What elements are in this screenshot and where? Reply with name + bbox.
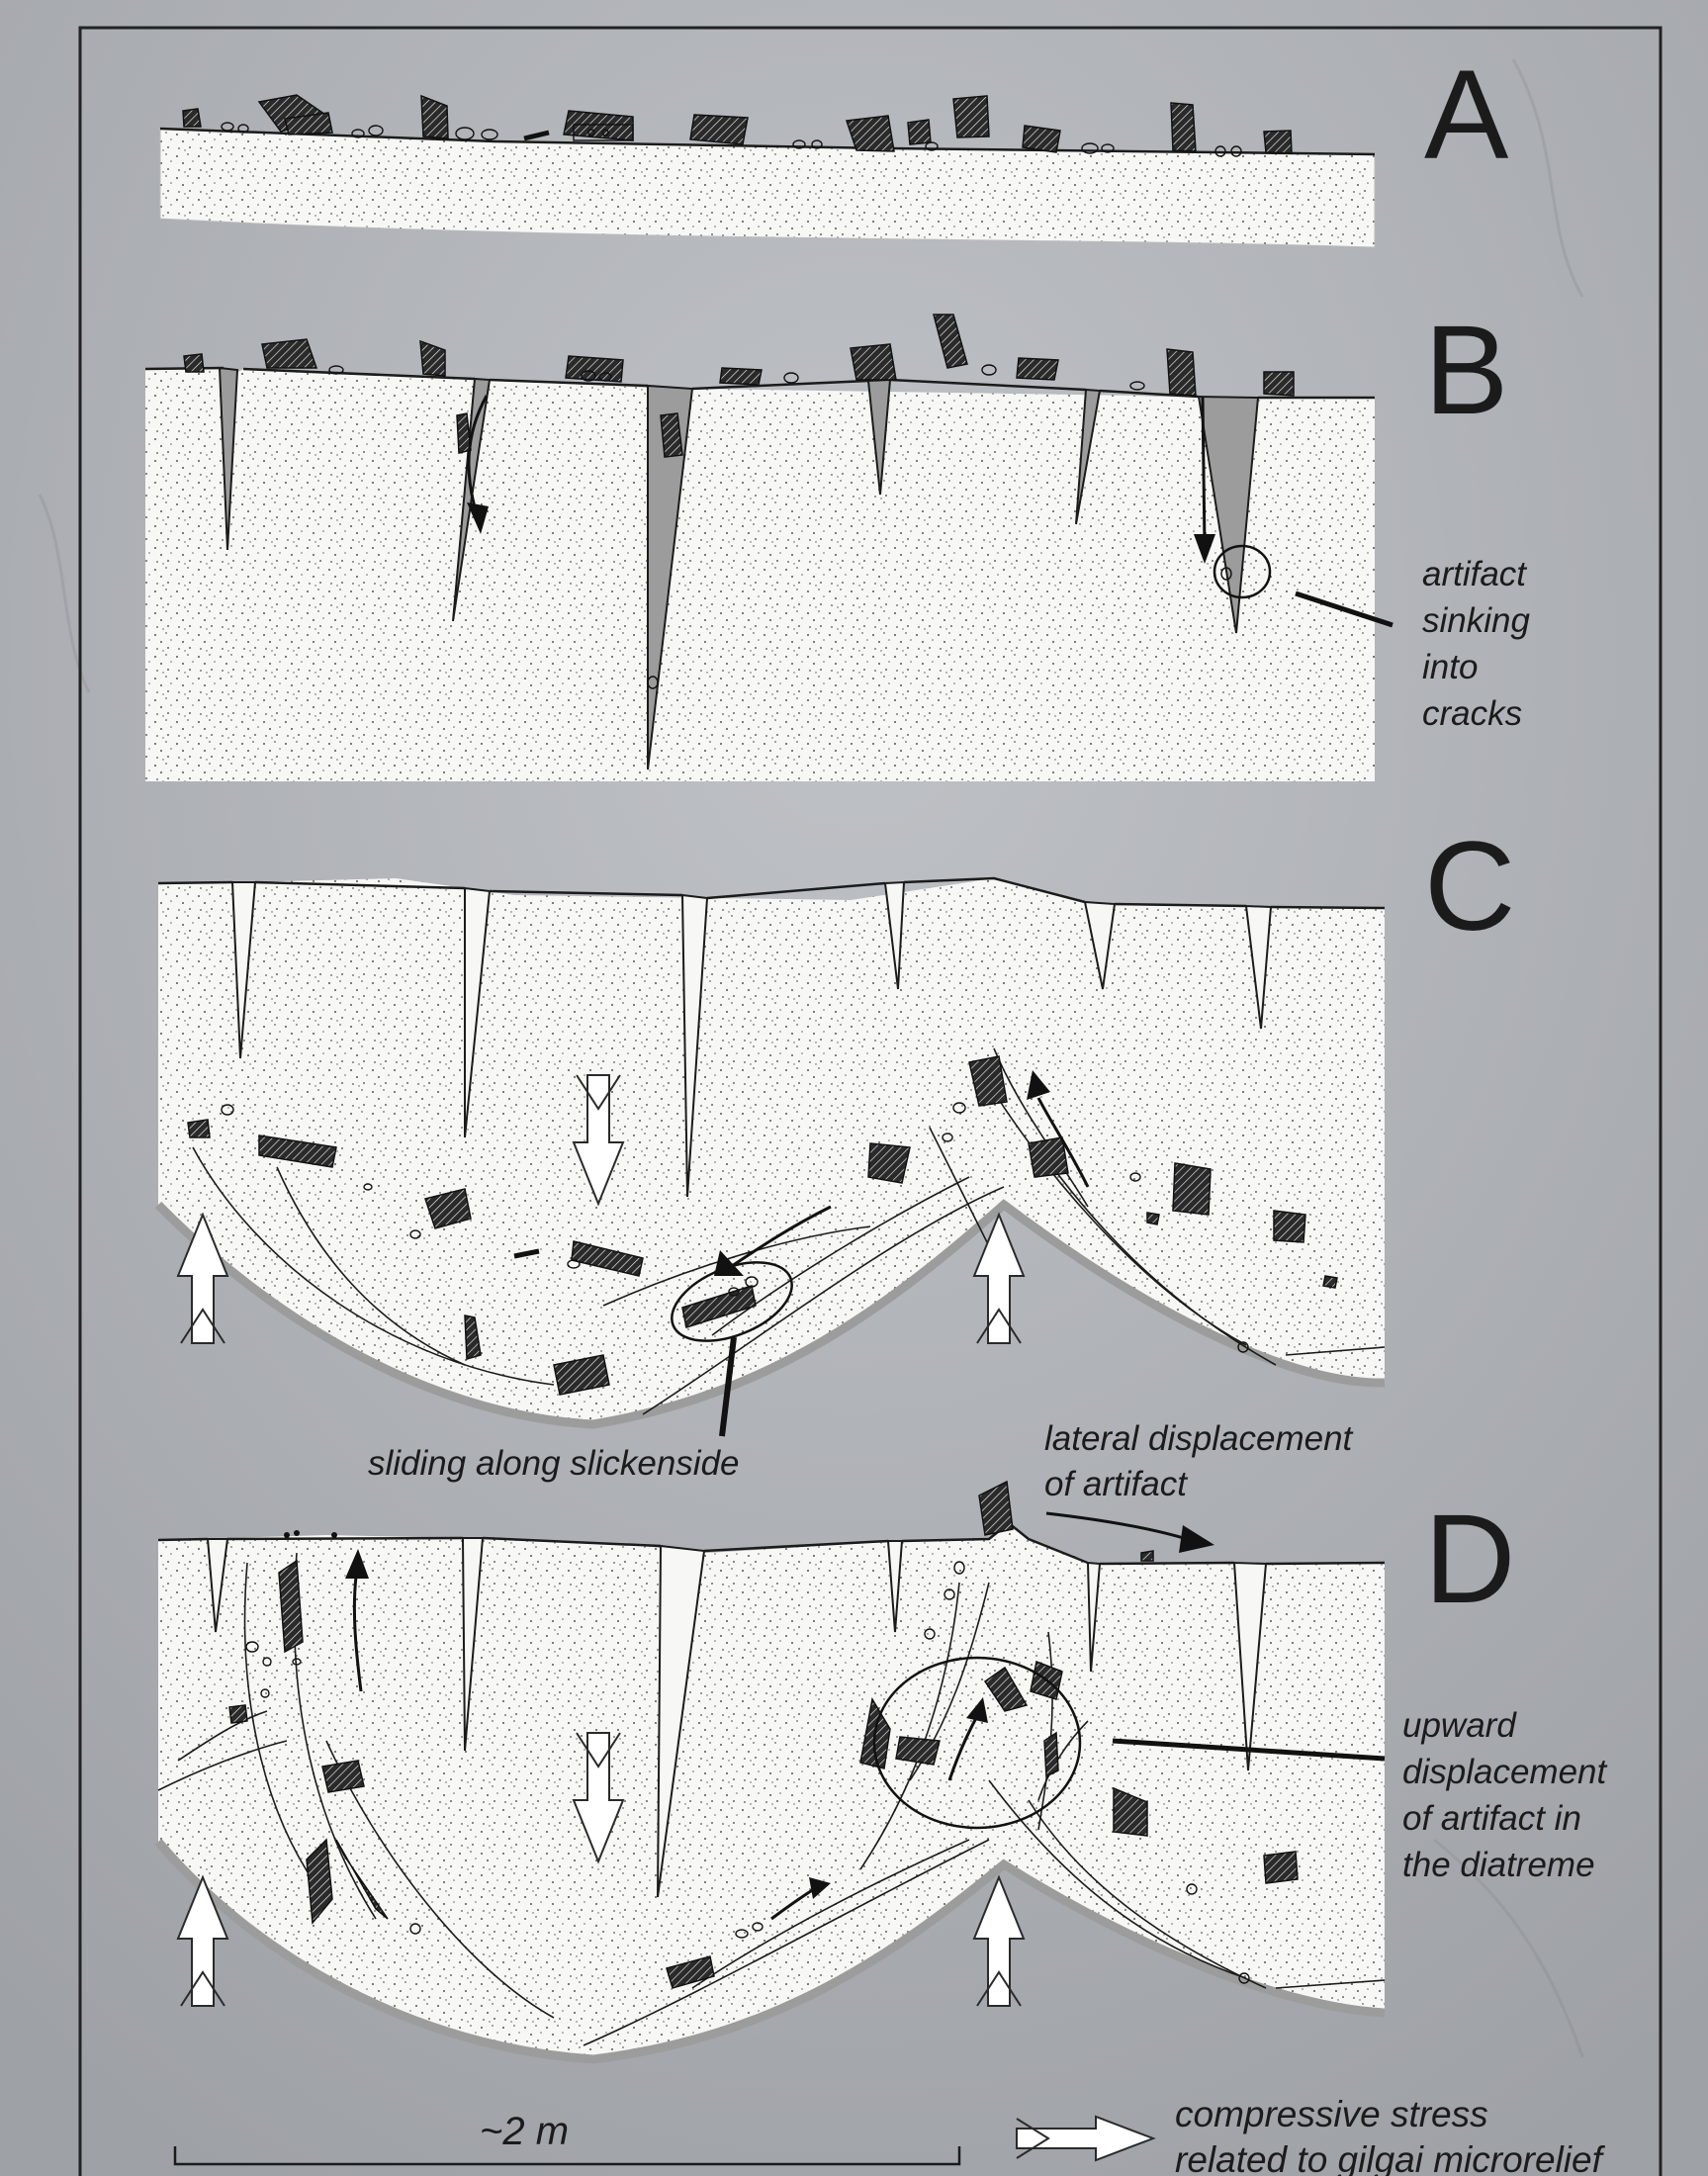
panel-a-letter: A xyxy=(1424,45,1509,186)
panel-c-letter: C xyxy=(1424,816,1515,957)
panel-d-letter: D xyxy=(1424,1489,1515,1630)
soil-block xyxy=(145,368,1375,781)
panel-b-letter: B xyxy=(1424,300,1508,441)
scale-label: ~2 m xyxy=(480,2110,569,2153)
panel-c-note: sliding along slickenside xyxy=(368,1444,740,1483)
